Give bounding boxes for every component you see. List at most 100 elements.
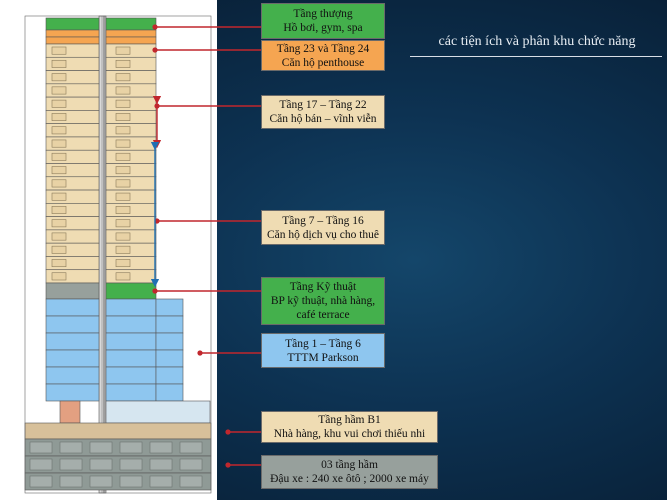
parking-bay	[89, 441, 113, 454]
podium-floor-mid	[105, 383, 157, 402]
unit-box	[115, 219, 131, 228]
unit-box	[115, 259, 131, 268]
callout-rooftop-line2: Hồ bơi, gym, spa	[283, 22, 363, 34]
apartment-floor-right	[105, 123, 157, 138]
podium-floor-right	[155, 332, 184, 351]
technical-floor-right	[105, 282, 157, 300]
apartment-floor-right	[105, 56, 157, 71]
unit-box	[115, 206, 131, 214]
unit-box	[115, 113, 131, 121]
unit-box	[115, 73, 131, 82]
callout-basement-b1-line2: Nhà hàng, khu vui chơi thiếu nhi	[273, 428, 426, 440]
callout-apartments-sale-line2: Căn hộ bán – vĩnh viễn	[269, 113, 377, 125]
parking-bay	[59, 458, 83, 471]
callout-technical-line3: café terrace	[296, 309, 350, 321]
unit-box	[51, 219, 67, 228]
callout-rooftop-line1: Tầng thượng	[293, 8, 353, 20]
parking-bay	[119, 475, 143, 488]
podium-floor-mid	[105, 366, 157, 385]
callout-serviced-line1: Tầng 7 – Tầng 16	[282, 214, 364, 227]
ground-floor-right	[105, 400, 211, 424]
technical-floor-left	[45, 282, 100, 300]
penthouse-floor-left	[45, 29, 100, 38]
callout-serviced-line2: Căn hộ dịch vụ cho thuê	[266, 228, 380, 241]
apartment-floor-right	[105, 269, 157, 284]
unit-box	[115, 139, 131, 148]
parking-bay	[89, 475, 113, 488]
unit-box	[51, 86, 67, 95]
unit-box	[115, 59, 131, 68]
unit-box	[51, 166, 67, 175]
callout-technical-floor: Tầng Kỹ thuật BP kỹ thuật, nhà hàng, caf…	[261, 277, 385, 325]
apartment-floor-right	[105, 83, 157, 98]
callout-shopping-line2: TTTM Parkson	[287, 351, 359, 364]
parking-bay	[59, 475, 83, 488]
podium-floor-left	[45, 315, 100, 334]
building-section-diagram	[0, 0, 217, 500]
parking-bay	[89, 458, 113, 471]
unit-box	[51, 59, 67, 68]
apartment-floor-right	[105, 176, 157, 191]
podium-floor-left	[45, 332, 100, 351]
parking-bay	[29, 441, 53, 454]
penthouse-floor-right	[105, 29, 157, 38]
podium-floor-mid	[105, 332, 157, 351]
rooftop-left	[45, 17, 100, 31]
callout-basement-b1-line1: Tầng hầm B1	[318, 414, 381, 426]
apartment-floor-right	[105, 163, 157, 178]
callout-parking-basements: 03 tầng hầm Đậu xe : 240 xe ôtô ; 2000 x…	[261, 455, 438, 489]
unit-box	[51, 126, 67, 135]
apartment-floor-right	[105, 256, 157, 271]
parking-bay	[179, 475, 203, 488]
basement-b1	[24, 422, 212, 440]
parking-bay	[149, 475, 173, 488]
podium-floor-right	[155, 383, 184, 402]
parking-bay	[149, 458, 173, 471]
ground-entry	[59, 400, 81, 424]
apartment-floor-right	[105, 229, 157, 244]
parking-bay	[29, 475, 53, 488]
unit-box	[115, 166, 131, 175]
apartment-floor-right	[105, 96, 157, 111]
apartment-floor-right	[105, 189, 157, 204]
rooftop-right	[105, 17, 157, 31]
unit-box	[51, 259, 67, 268]
unit-box	[51, 99, 67, 108]
callout-apartments-sale: Tầng 17 – Tầng 22 Căn hộ bán – vĩnh viễn	[261, 95, 385, 129]
podium-floor-mid	[105, 349, 157, 368]
callout-penthouse-line2: Căn hộ penthouse	[281, 56, 365, 69]
parking-bay	[149, 441, 173, 454]
callout-shopping-line1: Tầng 1 – Tầng 6	[285, 337, 361, 350]
core-shaft-right	[103, 15, 107, 494]
podium-floor-mid	[105, 315, 157, 334]
podium-floor-left	[45, 366, 100, 385]
apartment-floor-right	[105, 216, 157, 231]
apartment-floor-right	[105, 43, 157, 58]
callout-penthouse-line1: Tầng 23 và Tầng 24	[276, 42, 370, 55]
callout-technical-line1: Tầng Kỹ thuật	[289, 281, 357, 293]
podium-floor-right	[155, 298, 184, 317]
unit-box	[51, 113, 67, 121]
unit-box	[115, 179, 131, 188]
callout-apartments-sale-line1: Tầng 17 – Tầng 22	[279, 99, 367, 111]
podium-floor-right	[155, 315, 184, 334]
unit-box	[115, 46, 131, 55]
podium-floor-right	[155, 349, 184, 368]
apartment-floor-right	[105, 136, 157, 151]
parking-bay	[179, 441, 203, 454]
parking-bay	[59, 441, 83, 454]
slide-title: các tiện ích và phân khu chức năng	[438, 34, 636, 49]
unit-box	[115, 192, 131, 201]
callout-serviced-apartments: Tầng 7 – Tầng 16 Căn hộ dịch vụ cho thuê	[261, 210, 385, 245]
penthouse-floor-right	[105, 36, 157, 45]
podium-floor-left	[45, 349, 100, 368]
podium-floor-mid	[105, 298, 157, 317]
unit-box	[115, 272, 131, 281]
apartment-floor-right	[105, 242, 157, 257]
podium-floor-left	[45, 383, 100, 402]
unit-box	[115, 152, 131, 161]
unit-box	[51, 192, 67, 201]
unit-box	[51, 232, 67, 241]
parking-bay	[119, 441, 143, 454]
podium-floor-left	[45, 298, 100, 317]
